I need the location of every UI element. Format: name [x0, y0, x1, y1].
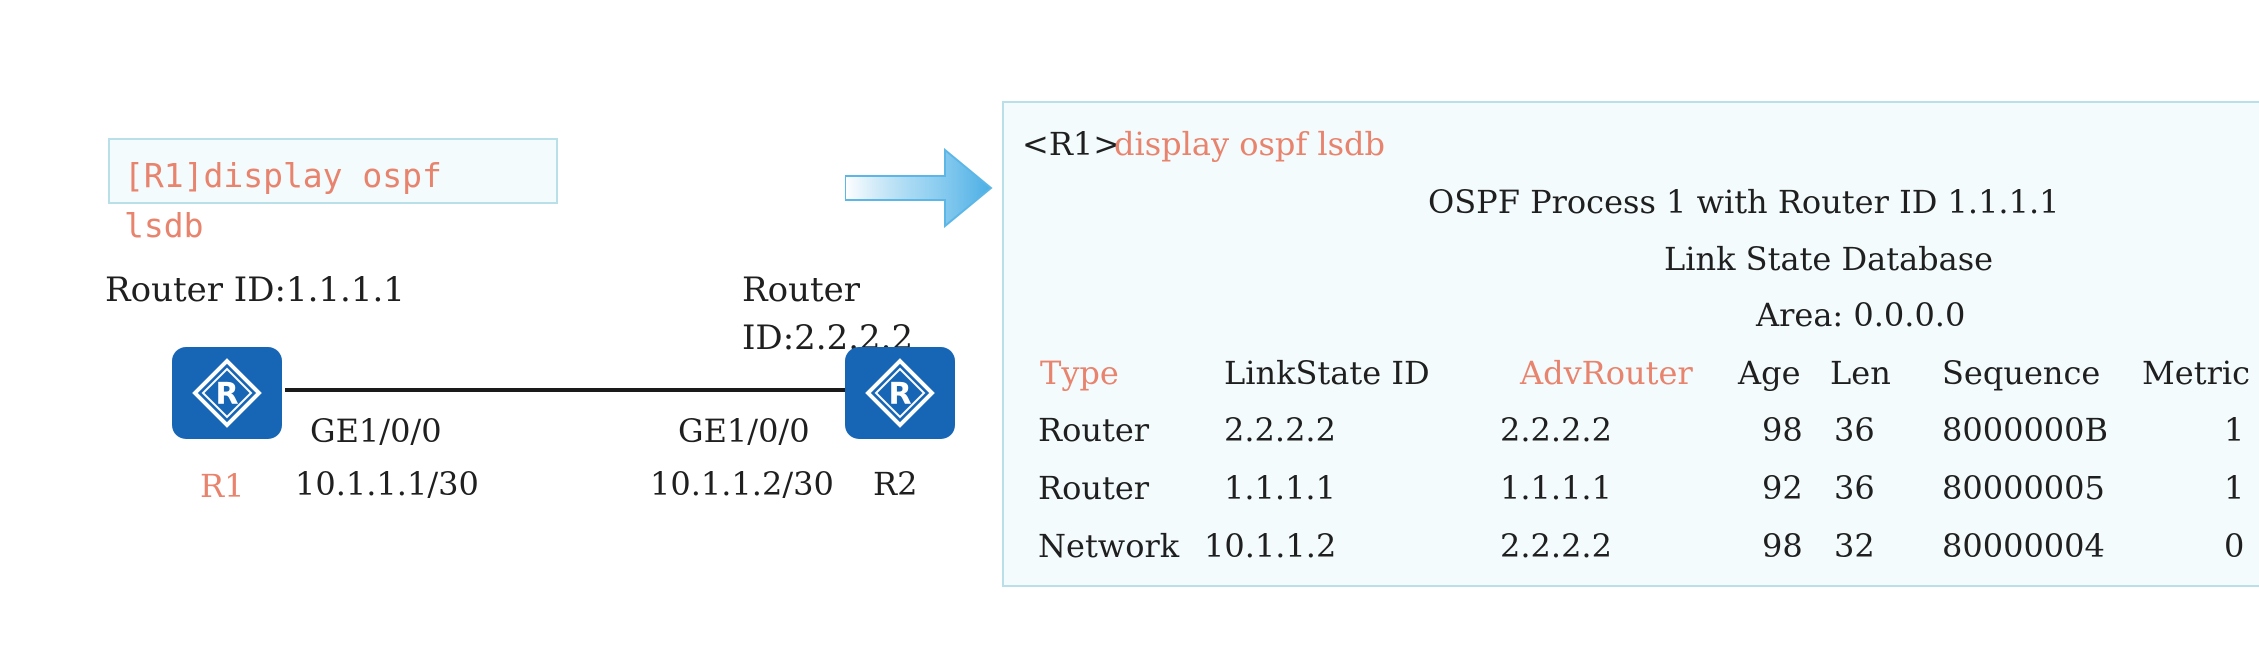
row3-type: Network — [1038, 527, 1180, 565]
header-linkstate-id: LinkState ID — [1224, 354, 1430, 392]
row3-sequence: 80000004 — [1942, 527, 2105, 565]
command-line-1: [R1]display ospf — [124, 156, 442, 195]
r2-name-label: R2 — [873, 465, 918, 503]
row3-age: 98 — [1762, 527, 1803, 565]
r1-interface-label: GE1/0/0 — [310, 412, 442, 450]
row2-advrouter: 1.1.1.1 — [1500, 469, 1612, 507]
right-arrow-icon — [844, 146, 995, 234]
row2-type: Router — [1038, 469, 1150, 507]
router-r1-glyph: R — [215, 377, 238, 412]
row3-len: 32 — [1834, 527, 1875, 565]
header-len: Len — [1830, 354, 1891, 392]
header-sequence: Sequence — [1942, 354, 2101, 392]
row3-metric: 0 — [2224, 527, 2245, 565]
row1-age: 98 — [1762, 411, 1803, 449]
database-title: Link State Database — [1664, 240, 1994, 278]
row2-sequence: 80000005 — [1942, 469, 2105, 507]
row1-linkstate-id: 2.2.2.2 — [1224, 411, 1336, 449]
row1-sequence: 8000000B — [1942, 411, 2109, 449]
row1-len: 36 — [1834, 411, 1875, 449]
header-age: Age — [1738, 354, 1801, 392]
row2-metric: 1 — [2224, 469, 2245, 507]
router-r1-icon[interactable]: R — [172, 347, 282, 439]
link-line — [285, 388, 845, 392]
header-type: Type — [1040, 354, 1119, 392]
r1-router-id: Router ID:1.1.1.1 — [105, 270, 405, 310]
r2-router-id-line1: Router — [742, 270, 861, 310]
cli-command: display ospf lsdb — [1114, 125, 1385, 163]
row3-advrouter: 2.2.2.2 — [1500, 527, 1612, 565]
r1-name-label: R1 — [200, 467, 245, 505]
area-line: Area: 0.0.0.0 — [1756, 296, 1966, 334]
command-line-2: lsdb — [124, 206, 204, 245]
row3-linkstate-id: 10.1.1.2 — [1204, 527, 1337, 565]
process-line: OSPF Process 1 with Router ID 1.1.1.1 — [1428, 183, 2060, 221]
cli-prompt: <R1> — [1022, 125, 1121, 163]
row2-age: 92 — [1762, 469, 1803, 507]
row1-advrouter: 2.2.2.2 — [1500, 411, 1612, 449]
row1-type: Router — [1038, 411, 1150, 449]
command-box — [108, 138, 558, 204]
router-r2-icon[interactable]: R — [845, 347, 955, 439]
header-metric: Metric — [2142, 354, 2251, 392]
r1-ip-label: 10.1.1.1/30 — [295, 465, 479, 503]
row2-len: 36 — [1834, 469, 1875, 507]
row1-metric: 1 — [2224, 411, 2245, 449]
r2-ip-label: 10.1.1.2/30 — [650, 465, 834, 503]
row2-linkstate-id: 1.1.1.1 — [1224, 469, 1336, 507]
header-advrouter: AdvRouter — [1520, 354, 1693, 392]
r2-interface-label: GE1/0/0 — [678, 412, 810, 450]
lsdb-output-panel: <R1> display ospf lsdb OSPF Process 1 wi… — [1002, 101, 2259, 587]
router-r2-glyph: R — [888, 377, 911, 412]
